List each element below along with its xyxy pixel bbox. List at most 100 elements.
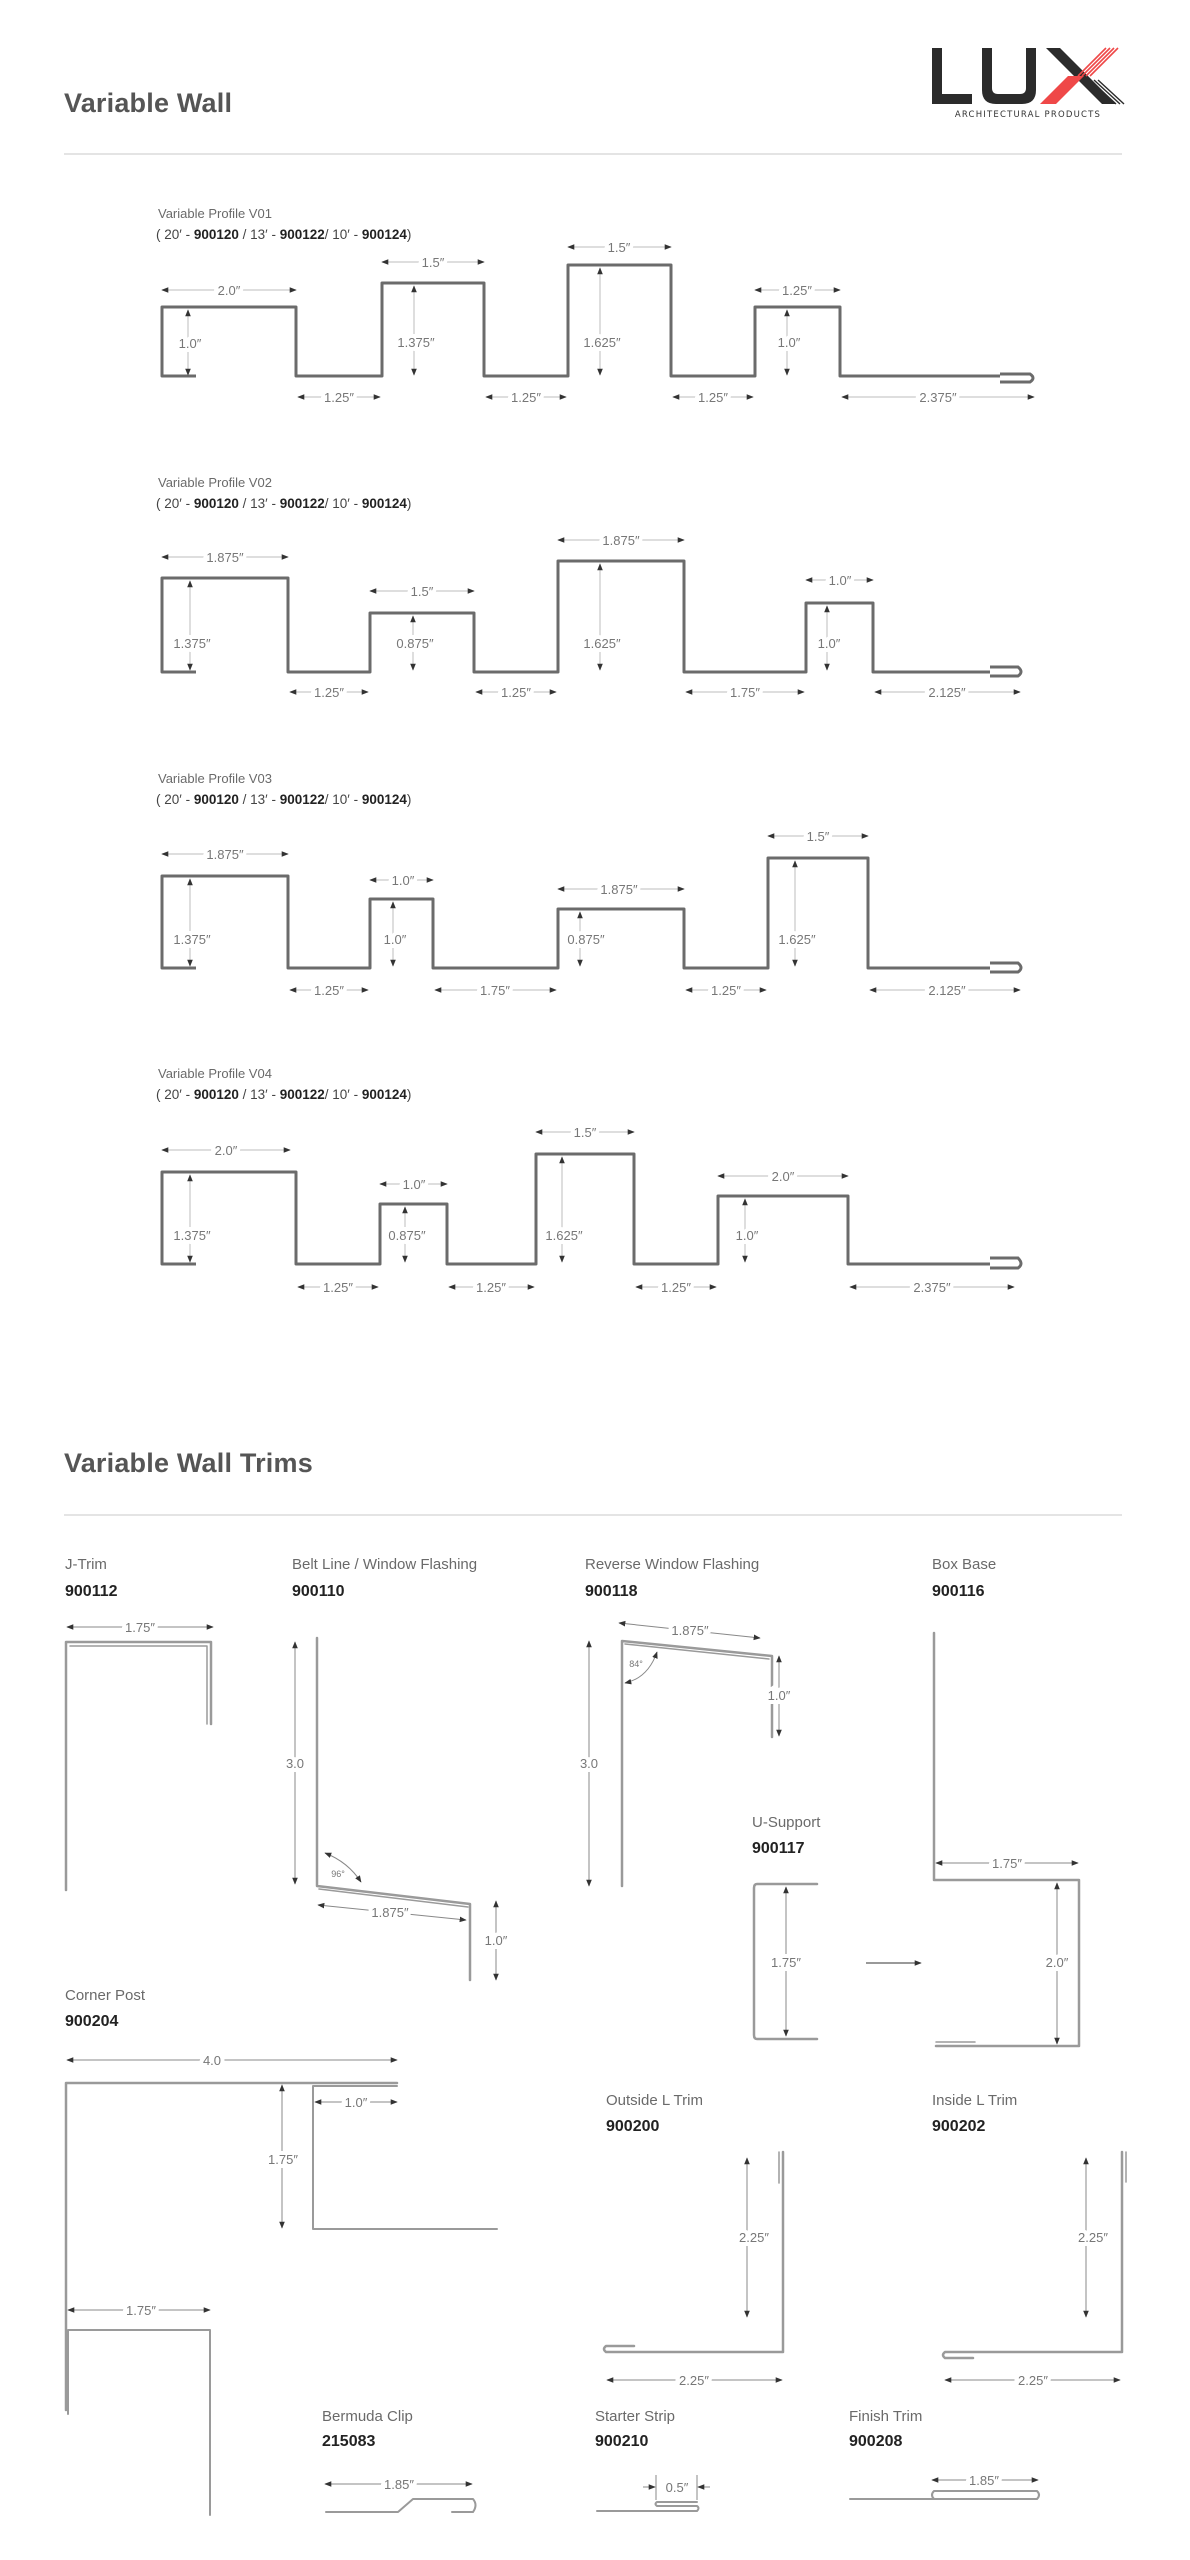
u-support-shape (752, 1882, 819, 2041)
svg-text:1.75″: 1.75″ (480, 983, 510, 998)
svg-text:1.75″: 1.75″ (126, 2303, 156, 2318)
reverse-window-name: Reverse Window Flashing (585, 1556, 760, 1573)
svg-text:1.0″: 1.0″ (829, 573, 852, 588)
corner-post-shape (64, 2081, 399, 2412)
svg-text:1.85″: 1.85″ (969, 2473, 999, 2488)
svg-text:2.125″: 2.125″ (928, 983, 966, 998)
outside-l-shape (602, 2150, 785, 2354)
svg-text:1.0″: 1.0″ (768, 1688, 791, 1703)
svg-text:1.75″: 1.75″ (125, 1620, 155, 1635)
page-title: Variable Wall (64, 88, 233, 118)
bermuda-clip-code: 215083 (322, 2433, 376, 2450)
belt-line-code: 900110 (292, 1583, 345, 1600)
profile-v04-drawing: 2.0″ 1.0″ 1.5″ 2.0″ 1.375″ 0.875″ 1.625″… (160, 1125, 1023, 1295)
svg-text:1.25″: 1.25″ (324, 390, 354, 405)
svg-text:1.0″: 1.0″ (778, 335, 801, 350)
svg-text:1.5″: 1.5″ (422, 255, 445, 270)
trims-divider (64, 1514, 1122, 1516)
svg-text:2.0″: 2.0″ (1046, 1955, 1069, 1970)
belt-line-name: Belt Line / Window Flashing (292, 1556, 478, 1573)
lux-logo: ARCHITECTURAL PRODUCTS (928, 44, 1128, 126)
svg-text:0.875″: 0.875″ (388, 1228, 426, 1243)
header-divider (64, 153, 1122, 155)
finish-trim-shape (849, 2490, 1040, 2500)
svg-text:1.875″: 1.875″ (600, 882, 638, 897)
bermuda-clip-shape (325, 2498, 477, 2513)
outside-l-name: Outside L Trim (606, 2092, 703, 2109)
svg-text:1.5″: 1.5″ (411, 584, 434, 599)
svg-text:1.875″: 1.875″ (602, 533, 640, 548)
svg-text:0.5″: 0.5″ (666, 2480, 689, 2495)
svg-text:1.25″: 1.25″ (323, 1280, 353, 1295)
belt-line-shape (315, 1636, 472, 1982)
j-trim-shape (64, 1640, 213, 1892)
j-trim-name: J-Trim (65, 1556, 107, 1573)
lux-logo-mark-icon (932, 47, 1125, 105)
svg-text:1.0″: 1.0″ (345, 2095, 368, 2110)
box-base-code: 900116 (932, 1583, 985, 1600)
svg-text:1.0″: 1.0″ (179, 336, 202, 351)
svg-text:84°: 84° (629, 1659, 643, 1669)
svg-text:1.25″: 1.25″ (501, 685, 531, 700)
svg-text:0.875″: 0.875″ (567, 932, 605, 947)
svg-text:1.625″: 1.625″ (545, 1228, 583, 1243)
j-trim-code: 900112 (65, 1583, 118, 1600)
svg-text:1.625″: 1.625″ (778, 932, 816, 947)
box-base-name: Box Base (932, 1556, 997, 1573)
svg-text:1.0″: 1.0″ (485, 1933, 508, 1948)
profile-v02-drawing: 1.875″ 1.5″ 1.875″ 1.0″ 1.375″ 0.875″ 1.… (160, 529, 1023, 704)
svg-text:1.75″: 1.75″ (268, 2152, 298, 2167)
profile-codes: ( 20′ - 900120 / 13′ - 900122/ 10′ - 900… (156, 792, 412, 807)
svg-text:3.0: 3.0 (580, 1756, 598, 1771)
svg-text:1.875″: 1.875″ (206, 847, 244, 862)
finish-trim-name: Finish Trim (849, 2408, 923, 2425)
svg-text:1.875″: 1.875″ (206, 550, 244, 565)
u-support-name: U-Support (752, 1814, 821, 1831)
svg-text:1.75″: 1.75″ (992, 1856, 1022, 1871)
svg-text:2.125″: 2.125″ (928, 685, 966, 700)
svg-text:1.875″: 1.875″ (671, 1623, 709, 1638)
inside-l-name: Inside L Trim (932, 2092, 1018, 2109)
svg-text:1.5″: 1.5″ (574, 1125, 597, 1140)
svg-text:1.375″: 1.375″ (173, 636, 211, 651)
svg-text:1.375″: 1.375″ (173, 932, 211, 947)
finish-trim-code: 900208 (849, 2433, 903, 2450)
logo-tagline: ARCHITECTURAL PRODUCTS (954, 110, 1102, 120)
svg-text:1.75″: 1.75″ (730, 685, 760, 700)
svg-text:1.0″: 1.0″ (392, 873, 415, 888)
profile-name: Variable Profile V04 (158, 1066, 272, 1081)
svg-text:2.375″: 2.375″ (913, 1280, 951, 1295)
svg-text:1.25″: 1.25″ (661, 1280, 691, 1295)
svg-text:2.25″: 2.25″ (679, 2373, 709, 2388)
svg-text:1.85″: 1.85″ (384, 2477, 414, 2492)
svg-text:1.875″: 1.875″ (371, 1905, 409, 1920)
reverse-window-code: 900118 (585, 1583, 638, 1600)
profile-name: Variable Profile V02 (158, 475, 272, 490)
svg-text:1.0″: 1.0″ (403, 1177, 426, 1192)
bermuda-clip-name: Bermuda Clip (322, 2408, 413, 2425)
profile-codes: ( 20′ - 900120 / 13′ - 900122/ 10′ - 900… (156, 1087, 412, 1102)
reverse-window-shape (620, 1639, 774, 1888)
svg-text:1.375″: 1.375″ (173, 1228, 211, 1243)
profile-name: Variable Profile V03 (158, 771, 272, 786)
u-support-code: 900117 (752, 1840, 805, 1857)
svg-text:4.0: 4.0 (203, 2053, 221, 2068)
profile-codes: ( 20′ - 900120 / 13′ - 900122/ 10′ - 900… (156, 227, 412, 242)
svg-text:2.0″: 2.0″ (218, 283, 241, 298)
profile-v03-drawing: 1.875″ 1.0″ 1.875″ 1.5″ 1.375″ 1.0″ 0.87… (160, 825, 1023, 1002)
profile-codes: ( 20′ - 900120 / 13′ - 900122/ 10′ - 900… (156, 496, 412, 511)
svg-text:3.0: 3.0 (286, 1756, 304, 1771)
inside-l-code: 900202 (932, 2118, 986, 2135)
svg-text:1.25″: 1.25″ (476, 1280, 506, 1295)
svg-text:96°: 96° (331, 1869, 345, 1879)
box-base-shape (932, 1631, 1081, 2048)
svg-text:1.0″: 1.0″ (384, 932, 407, 947)
starter-strip-shape (596, 2501, 700, 2512)
svg-text:2.0″: 2.0″ (772, 1169, 795, 1184)
svg-text:1.0″: 1.0″ (736, 1228, 759, 1243)
profile-v01-drawing: 2.0″ 1.5″ 1.5″ 1.25″ 1.0″ 1.375″ 1.625″ … (160, 236, 1035, 409)
svg-text:2.25″: 2.25″ (739, 2230, 769, 2245)
outside-l-code: 900200 (606, 2118, 660, 2135)
corner-post-name: Corner Post (65, 1987, 146, 2004)
